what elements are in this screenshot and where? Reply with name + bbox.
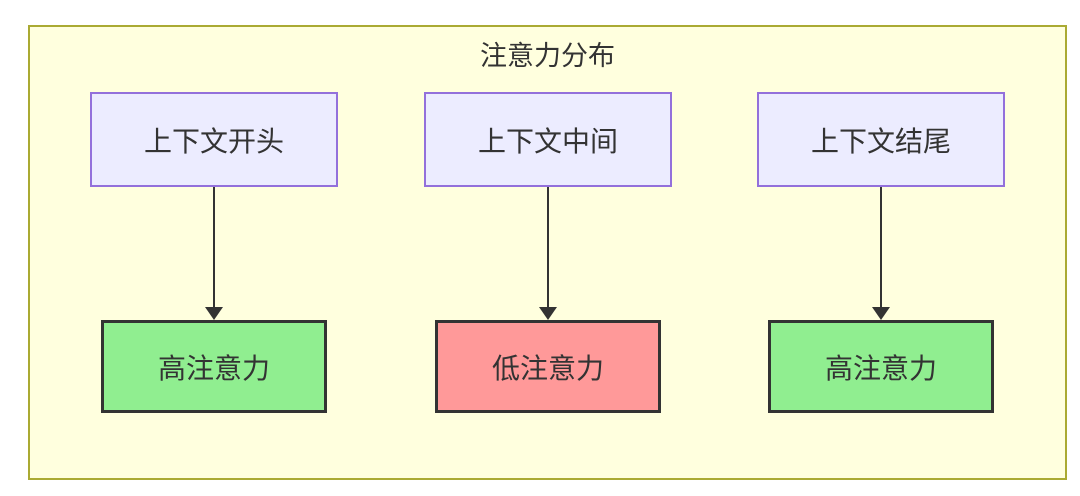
- diagram-title: 注意力分布: [480, 41, 615, 71]
- node-context-start: 上下文开头: [90, 92, 338, 187]
- node-low-attention-middle: 低注意力: [435, 320, 661, 413]
- node-context-middle: 上下文中间: [424, 92, 672, 187]
- arrow-head-icon-2: [539, 307, 557, 320]
- arrow-line-3: [880, 187, 882, 307]
- subgraph-attention-distribution: 注意力分布 上下文开头 高注意力 上下文中间 低注意力 上下文结尾 高注意力: [28, 25, 1067, 480]
- arrow-line-1: [213, 187, 215, 307]
- node-high-attention-start: 高注意力: [101, 320, 327, 413]
- arrow-head-icon-1: [205, 307, 223, 320]
- node-context-end: 上下文结尾: [757, 92, 1005, 187]
- node-high-attention-end: 高注意力: [768, 320, 994, 413]
- arrow-head-icon-3: [872, 307, 890, 320]
- arrow-line-2: [547, 187, 549, 307]
